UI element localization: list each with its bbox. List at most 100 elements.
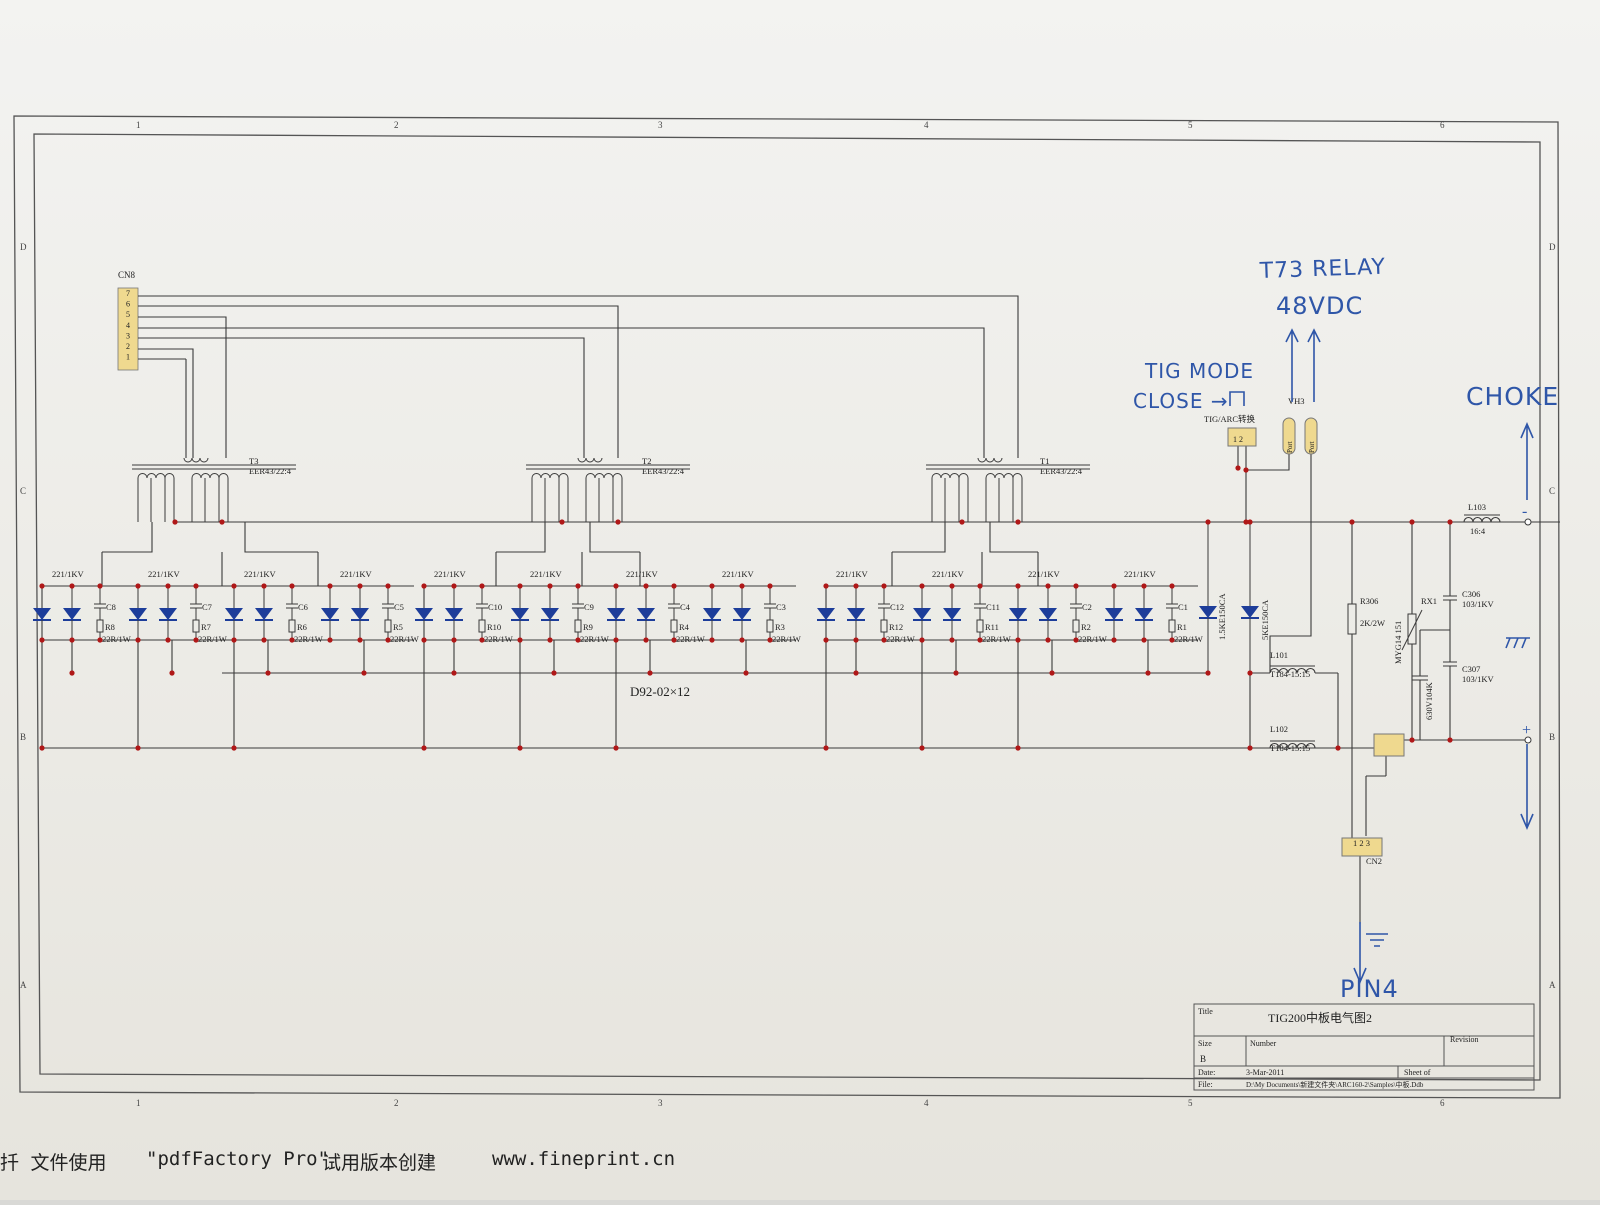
junction-dot [823,745,829,751]
junction-dot [1409,737,1415,743]
junction-dot [977,583,983,589]
rectifier-diode [129,586,147,640]
cap-value-label: 221/1KV [148,569,181,579]
junction-dot [575,583,581,589]
res-ref-label: R2 [1081,622,1091,632]
junction-dot [823,583,829,589]
junction-dot [739,583,745,589]
secondary-coil-turn [218,473,229,479]
diode-body [351,608,369,620]
snubber-rc [974,586,986,640]
transformer-t3 [132,457,296,522]
right-section-labels: TIG/ARC转换 VH3 L103 16:4 L101 T184-15:15 … [1204,396,1495,866]
junction-dot [1169,583,1175,589]
zone-col-bottom: 4 [924,1098,929,1108]
wire [1269,454,1312,673]
wire [244,522,318,553]
primary-coil-turn [985,457,995,463]
zone-col-top: 2 [394,120,399,130]
diode-body [1039,608,1057,620]
junction-dot [517,583,523,589]
res-value-label: 22R/1W [484,634,513,644]
res-value-label: 22R/1W [886,634,915,644]
junction-dot [172,519,178,525]
primary-coil-turn [593,457,603,463]
diode-body [703,608,721,620]
tvs1-label: 1.5KE150CA [1217,593,1227,640]
junction-dot [881,583,887,589]
secondary-coil-turn [985,473,996,479]
junction-dot [1111,583,1117,589]
junction-dot [69,637,75,643]
diode-body [913,608,931,620]
junction-dot [1015,583,1021,589]
polarity-marks: - + [1522,503,1531,739]
junction-dot [1073,637,1079,643]
junction-dot [1447,519,1453,525]
junction-dot [575,637,581,643]
junction-dot [517,637,523,643]
res-value-label: 22R/1W [198,634,227,644]
junction-dot [1141,583,1147,589]
junction-dot [327,583,333,589]
junction-dot [39,637,45,643]
t2-part: EER43/22:4 [642,466,685,476]
cn2-pins: 1 2 3 [1353,838,1370,848]
rectifier-diode [1039,586,1057,640]
rectifier-diode [1135,586,1153,640]
hall-sensor-block [1373,733,1405,757]
res-ref-label: R6 [297,622,307,632]
junction-dot [1145,670,1151,676]
output-terminal-neg [1524,518,1532,526]
resistor-body [574,619,582,633]
footer-product: "pdfFactory Pro" [146,1148,330,1170]
relay-port-2 [1304,417,1318,455]
secondary-coil-turn [940,473,951,479]
wire [138,348,194,458]
junction-dot [671,583,677,589]
res-value-label: 22R/1W [772,634,801,644]
junction-dot [1111,637,1117,643]
diode-body [225,608,243,620]
junction-dot [613,637,619,643]
port-label-2: Port [1308,441,1316,453]
secondary-coil-turn [558,473,569,479]
diode-body [733,608,751,620]
tvs2-label: 5KE150CA [1260,599,1270,640]
rectifier-diode [1105,586,1123,640]
r306-ref: R306 [1360,596,1378,606]
res-value-label: 22R/1W [1174,634,1203,644]
junction-dot [421,637,427,643]
junction-dot [1205,519,1211,525]
transformer-t2 [526,457,690,522]
res-value-label: 22R/1W [676,634,705,644]
secondary-coil-turn [531,473,542,479]
zone-row-left: A [20,980,27,990]
number-label: Number [1250,1039,1277,1048]
diode-body [415,608,433,620]
resistor-body [670,619,678,633]
junction-dot [451,670,457,676]
diode-body [321,608,339,620]
zone-row-right: C [1549,486,1555,496]
junction-dot [1247,670,1253,676]
junction-dot [853,637,859,643]
snubber-rc [382,586,394,640]
coil-turn [1490,516,1501,523]
cn2-ref: CN2 [1366,856,1382,866]
l102-value: T184-15:15 [1270,743,1310,753]
cn8-pin: 7 [126,289,130,298]
arrow-up-choke [1520,421,1534,500]
junction-dot [615,519,621,525]
junction-dot [919,583,925,589]
zone-col-bottom: 2 [394,1098,399,1108]
cap-value-label: 221/1KV [1124,569,1157,579]
cap-value-label: 221/1KV [932,569,965,579]
junction-dot [69,583,75,589]
diode-body [817,608,835,620]
varistor-slash [1401,609,1423,651]
secondary-coil-turn [585,473,596,479]
junction-dot [613,583,619,589]
cn8-pin: 1 [126,353,130,362]
